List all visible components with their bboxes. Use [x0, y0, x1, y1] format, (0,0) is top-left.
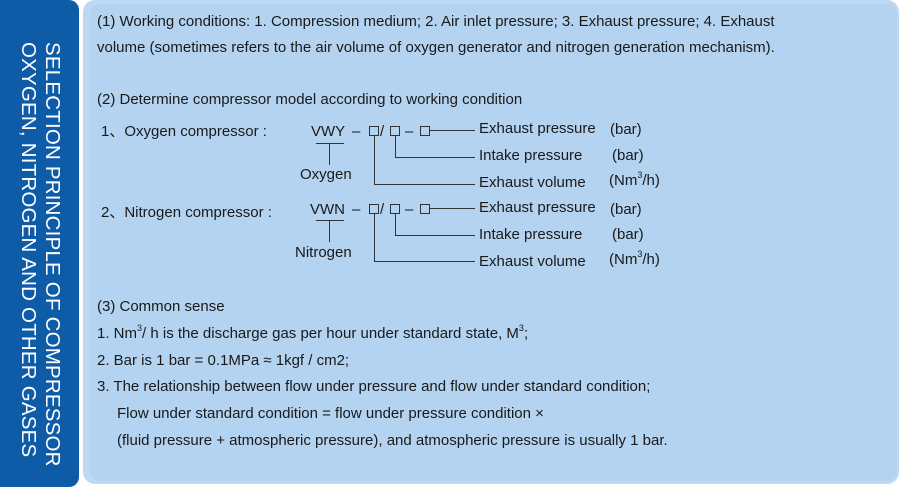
nitrogen-leader-pressure: [430, 208, 475, 209]
nitrogen-box-pressure: [369, 204, 379, 214]
nitrogen-row-exhaust-volume: Exhaust volume: [479, 253, 586, 270]
oxygen-leader-volume-v: [374, 136, 375, 185]
oxygen-row-exhaust-volume-unit: (Nm3/h): [609, 170, 660, 190]
common-sense-item2: 2. Bar is 1 bar = 0.1MPa ≈ 1kgf / cm2;: [97, 352, 350, 369]
oxygen-slash: /: [380, 123, 385, 140]
nitrogen-bracket-top: [316, 220, 344, 221]
nitrogen-row-intake-pressure-unit: (bar): [612, 226, 644, 243]
working-conditions-line1: (1) Working conditions: 1. Compression m…: [97, 13, 775, 30]
oxygen-row-exhaust-volume: Exhaust volume: [479, 174, 586, 191]
oxygen-leader-volume-h: [374, 184, 475, 185]
oxygen-box-pressure: [369, 126, 379, 136]
section3-heading: (3) Common sense: [97, 298, 225, 315]
nitrogen-bracket-stem: [329, 220, 330, 242]
nitrogen-gas-label: Nitrogen: [295, 244, 352, 261]
nitrogen-box-volume: [420, 204, 430, 214]
oxygen-compressor-label: 1、Oxygen compressor :: [101, 123, 267, 140]
nitrogen-leader-intake-v: [395, 214, 396, 236]
oxygen-row-intake-pressure: Intake pressure: [479, 147, 583, 164]
oxygen-leader-pressure: [430, 130, 475, 131]
content-inner-panel: [90, 4, 897, 481]
nitrogen-row-intake-pressure: Intake pressure: [479, 226, 583, 243]
oxygen-model-code: VWY: [311, 123, 346, 140]
sidebar: SELECTION PRINCIPLE OF COMPRESSOR OXYGEN…: [0, 0, 79, 487]
oxygen-bracket-top: [316, 143, 344, 144]
oxygen-dash2: –: [405, 123, 414, 140]
oxygen-box-volume: [420, 126, 430, 136]
nitrogen-slash: /: [380, 201, 385, 218]
nitrogen-dash1: –: [352, 201, 361, 218]
oxygen-box-intake: [390, 126, 400, 136]
working-conditions-line2: volume (sometimes refers to the air volu…: [97, 39, 775, 56]
nitrogen-compressor-label: 2、Nitrogen compressor :: [101, 204, 272, 221]
nitrogen-box-intake: [390, 204, 400, 214]
nitrogen-dash2: –: [405, 201, 414, 218]
sidebar-title: SELECTION PRINCIPLE OF COMPRESSOR OXYGEN…: [16, 42, 64, 467]
oxygen-row-intake-pressure-unit: (bar): [612, 147, 644, 164]
common-sense-item3-line1: 3. The relationship between flow under p…: [97, 378, 651, 395]
common-sense-item3-line2: Flow under standard condition = flow und…: [117, 405, 544, 422]
oxygen-leader-intake-h: [395, 157, 475, 158]
oxygen-bracket-stem: [329, 143, 330, 165]
nitrogen-leader-intake-h: [395, 235, 475, 236]
section2-heading: (2) Determine compressor model according…: [97, 91, 523, 108]
nitrogen-leader-volume-v: [374, 214, 375, 262]
nitrogen-row-exhaust-pressure: Exhaust pressure: [479, 199, 596, 216]
sidebar-title-line1: SELECTION PRINCIPLE OF COMPRESSOR: [41, 42, 64, 467]
oxygen-gas-label: Oxygen: [300, 166, 352, 183]
nitrogen-model-code: VWN: [310, 201, 345, 218]
sidebar-title-line2: OXYGEN, NITROGEN AND OTHER GASES: [17, 42, 40, 458]
nitrogen-leader-volume-h: [374, 261, 475, 262]
oxygen-leader-intake-v: [395, 136, 396, 158]
common-sense-item3-line3: (fluid pressure + atmospheric pressure),…: [117, 432, 668, 449]
common-sense-item1: 1. Nm3/ h is the discharge gas per hour …: [97, 323, 529, 343]
oxygen-row-exhaust-pressure: Exhaust pressure: [479, 120, 596, 137]
nitrogen-row-exhaust-volume-unit: (Nm3/h): [609, 249, 660, 269]
oxygen-dash1: –: [352, 123, 361, 140]
nitrogen-row-exhaust-pressure-unit: (bar): [610, 201, 642, 218]
oxygen-row-exhaust-pressure-unit: (bar): [610, 121, 642, 138]
